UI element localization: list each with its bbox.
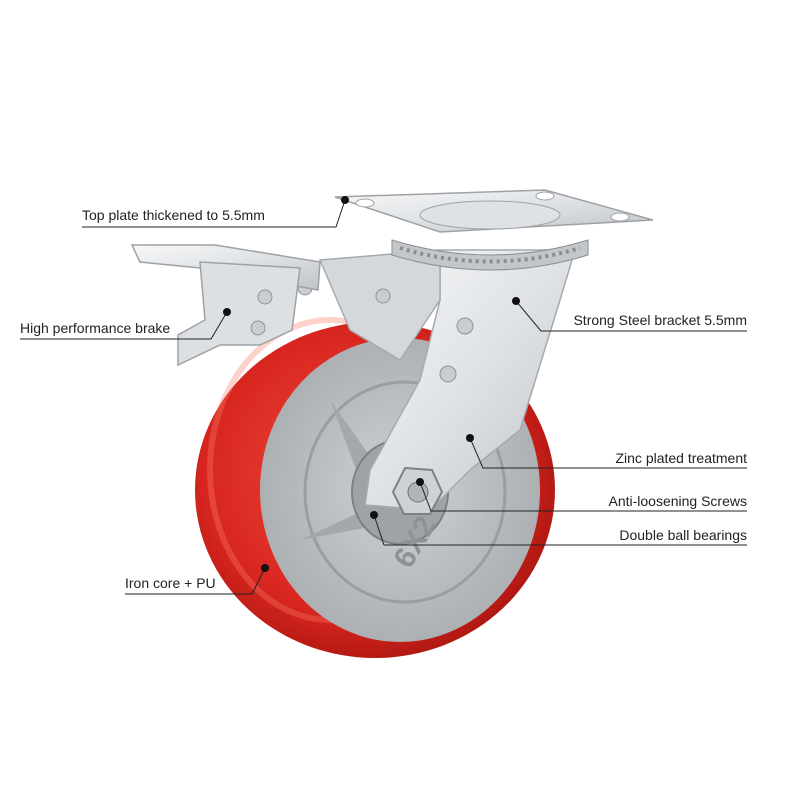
- leader-screws: [419, 481, 747, 512]
- brake-rivet: [250, 320, 266, 336]
- plate-hole: [355, 198, 375, 208]
- label-bracket: Strong Steel bracket 5.5mm: [573, 312, 747, 328]
- leader-bracket: [515, 300, 747, 332]
- top-plate: [334, 189, 654, 271]
- plate-hole: [610, 212, 630, 222]
- rivet: [439, 365, 457, 383]
- dot-bearings: [370, 511, 378, 519]
- leader-brake: [20, 311, 228, 340]
- dot-core: [261, 564, 269, 572]
- ball-race-dots: [399, 246, 581, 264]
- ball-race: [391, 239, 589, 271]
- rivet: [456, 317, 474, 335]
- label-core: Iron core + PU: [125, 575, 216, 591]
- leader-core: [125, 567, 266, 595]
- dot-top-plate: [341, 196, 349, 204]
- leader-lines: [20, 199, 747, 595]
- label-brake: High performance brake: [20, 320, 171, 336]
- rivet: [375, 288, 391, 304]
- dot-screws: [416, 478, 424, 486]
- leader-zinc: [469, 437, 747, 469]
- leader-top-plate: [82, 199, 346, 228]
- callout-dots: [223, 196, 520, 572]
- label-screws: Anti-loosening Screws: [608, 493, 747, 509]
- label-zinc: Zinc plated treatment: [615, 450, 747, 466]
- plate-hole: [535, 191, 555, 201]
- kingpin-boss: [419, 200, 561, 230]
- core-inner-ring: [303, 380, 507, 604]
- dot-bracket: [512, 297, 520, 305]
- dot-zinc: [466, 434, 474, 442]
- dot-brake: [223, 308, 231, 316]
- leader-bearings: [373, 514, 747, 546]
- brake-rivet: [257, 289, 273, 305]
- label-bearings: Double ball bearings: [619, 527, 747, 543]
- label-top-plate: Top plate thickened to 5.5mm: [82, 207, 265, 223]
